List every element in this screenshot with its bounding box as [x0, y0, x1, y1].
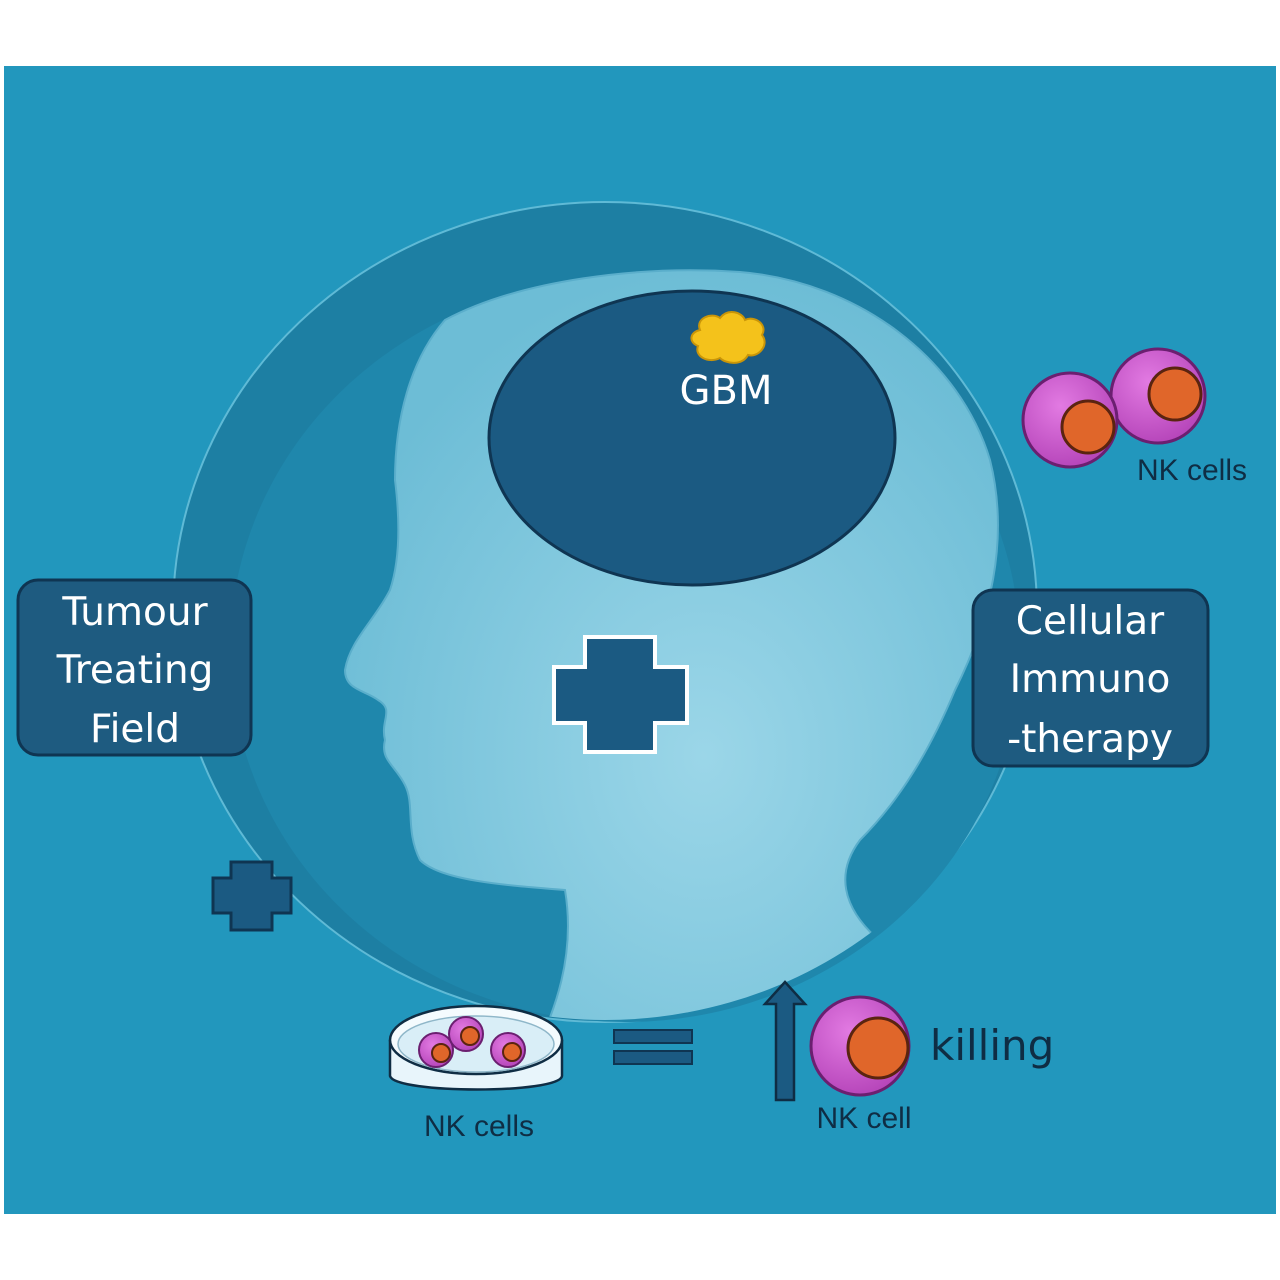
left-box-line-1: Tumour — [61, 590, 208, 635]
left-box-line-2: Treating — [56, 648, 214, 693]
left-plus-icon — [211, 860, 293, 932]
center-plus-icon — [552, 635, 689, 754]
petri-dish-icon — [388, 1004, 564, 1091]
right-box-line-3: -therapy — [1007, 717, 1173, 762]
nk-cells-top-icon — [1021, 347, 1207, 469]
nk-cells-top-label: NK cells — [1137, 454, 1247, 487]
cellular-immunotherapy-box — [971, 588, 1210, 768]
brain-region — [487, 289, 897, 587]
right-box-line-1: Cellular — [1016, 599, 1165, 644]
nk-cell-single-label: NK cell — [816, 1102, 911, 1135]
killing-label: killing — [930, 1021, 1054, 1070]
left-box-line-3: Field — [90, 707, 180, 752]
nk-cell-single-icon — [809, 995, 911, 1097]
up-arrow-icon — [762, 980, 808, 1102]
tumour-label: GBM — [680, 368, 773, 414]
equals-icon — [613, 1029, 693, 1065]
right-box-line-2: Immuno — [1010, 657, 1171, 702]
tumour-treating-field-box — [16, 578, 253, 757]
nk-cells-dish-label: NK cells — [424, 1110, 534, 1143]
tumour-blob — [690, 311, 766, 364]
